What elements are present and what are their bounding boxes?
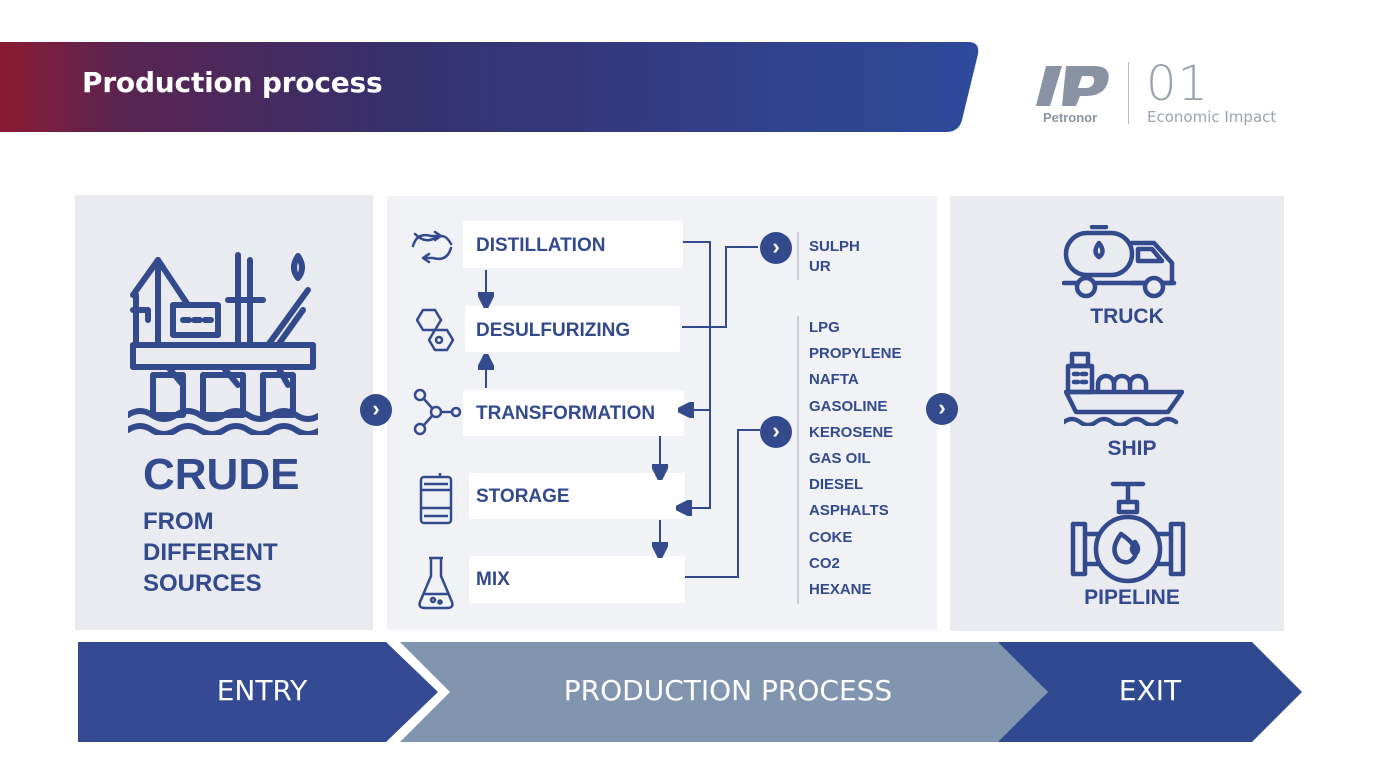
step-mix[interactable]: MIX <box>469 556 685 603</box>
stage-chevrons <box>78 642 1302 742</box>
product-item: HEXANE <box>809 581 872 599</box>
crude-subtitle: FROM DIFFERENT SOURCES <box>143 506 278 599</box>
crude-subtitle-line: FROM <box>143 508 214 535</box>
products-divider <box>797 316 799 604</box>
byproduct-label: SULPH UR <box>809 237 860 277</box>
product-item: CO2 <box>809 554 840 572</box>
product-item: GASOLINE <box>809 397 888 415</box>
logo-text: Petronor <box>1043 110 1098 125</box>
entry-chevron <box>78 642 438 742</box>
step-label: DESULFURIZING <box>476 320 631 341</box>
product-item: KEROSENE <box>809 423 894 441</box>
flow-arrows <box>470 241 760 578</box>
header-band <box>0 42 979 132</box>
byproduct-next-button[interactable]: › <box>760 232 792 264</box>
step-label: TRANSFORMATION <box>476 403 656 424</box>
products-next-button[interactable]: › <box>760 416 792 448</box>
barrel-icon <box>419 473 453 525</box>
exit-chevron <box>998 642 1302 742</box>
byproduct-divider <box>797 232 799 280</box>
product-item: DIESEL <box>809 476 864 494</box>
step-storage[interactable]: STORAGE <box>469 473 685 519</box>
page-title: Production process <box>82 66 383 99</box>
chevron-right-icon: › <box>372 396 380 421</box>
step-label: DISTILLATION <box>476 235 606 256</box>
section-name: Economic Impact <box>1147 108 1277 126</box>
chevron-right-icon: › <box>772 234 780 259</box>
stage-entry-label: ENTRY <box>216 674 308 707</box>
exit-label-ship: SHIP <box>1107 437 1157 460</box>
crude-subtitle-line: SOURCES <box>143 570 262 597</box>
petronor-logo-icon <box>1036 66 1109 106</box>
step-transformation[interactable]: TRANSFORMATION <box>463 390 684 436</box>
section-number: 01 <box>1146 56 1210 112</box>
crude-subtitle-line: DIFFERENT <box>143 539 278 566</box>
product-item: COKE <box>809 528 853 546</box>
tanker-truck-icon <box>1062 225 1177 299</box>
ship-icon <box>1064 351 1184 426</box>
product-item: GAS OIL <box>809 450 871 468</box>
process-next-button[interactable]: › <box>926 393 958 425</box>
pipeline-valve-icon <box>1070 481 1186 584</box>
exit-label-pipeline: PIPELINE <box>1084 586 1180 609</box>
step-label: MIX <box>476 569 510 590</box>
product-item: NAFTA <box>809 371 859 389</box>
flask-icon <box>418 556 454 610</box>
molecule-icon <box>415 308 455 352</box>
oil-platform-icon <box>128 252 318 435</box>
product-item: LPG <box>809 319 840 336</box>
logo-divider <box>1128 62 1129 124</box>
stage-exit-label: EXIT <box>1118 674 1182 707</box>
crude-title: CRUDE <box>143 450 300 499</box>
product-item: PROPYLENE <box>809 345 902 363</box>
process-chevron <box>400 642 1048 742</box>
byproduct-line: SULPH <box>809 238 860 255</box>
product-list: LPG PROPYLENE NAFTA GASOLINE KEROSENE GA… <box>809 315 902 603</box>
step-distillation[interactable]: DISTILLATION <box>463 221 683 268</box>
chevron-right-icon: › <box>938 395 946 420</box>
step-label: STORAGE <box>476 486 570 507</box>
byproduct-line: UR <box>809 258 831 275</box>
distillation-icon <box>411 230 453 264</box>
product-item: ASPHALTS <box>809 502 889 520</box>
network-icon <box>413 388 462 436</box>
exit-label-truck: TRUCK <box>1090 305 1164 328</box>
chevron-right-icon: › <box>772 418 780 443</box>
stage-process-label: PRODUCTION PROCESS <box>563 674 893 707</box>
entry-next-button[interactable]: › <box>360 394 392 426</box>
step-desulfurizing[interactable]: DESULFURIZING <box>465 306 680 352</box>
